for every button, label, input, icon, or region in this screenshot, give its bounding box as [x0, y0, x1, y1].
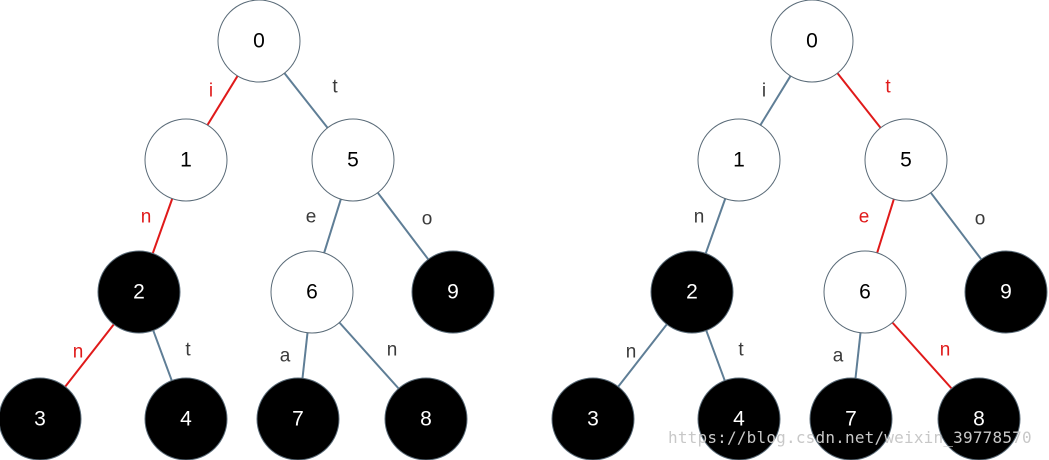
node-label-9: 9	[1000, 281, 1012, 304]
watermark-text: https://blog.csdn.net/weixin_39778570	[668, 428, 1032, 447]
node-6	[823, 250, 907, 334]
edge-label-6-7: a	[833, 346, 844, 367]
edge-2-3	[617, 323, 668, 388]
node-label-0: 0	[253, 30, 265, 53]
node-label-5: 5	[347, 149, 359, 172]
node-label-1: 1	[180, 149, 192, 172]
node-8-terminal	[384, 377, 468, 460]
edge-6-7	[854, 332, 862, 379]
edge-label-2-3: n	[626, 342, 637, 363]
node-3-terminal	[0, 377, 82, 460]
node-label-3: 3	[34, 408, 46, 431]
node-1	[144, 118, 228, 202]
node-9-terminal	[964, 250, 1048, 334]
edge-label-0-5: t	[332, 77, 338, 98]
node-5	[311, 118, 395, 202]
node-3-terminal	[551, 377, 635, 460]
node-0	[217, 0, 301, 83]
edge-label-0-1: i	[762, 81, 766, 102]
node-7-terminal	[256, 377, 340, 460]
node-label-9: 9	[447, 281, 459, 304]
node-label-8: 8	[420, 408, 432, 431]
edge-label-6-8: n	[940, 340, 951, 361]
node-4-terminal	[697, 377, 781, 460]
node-label-2: 2	[686, 281, 698, 304]
edge-label-5-9: o	[422, 209, 433, 230]
edge-6-8	[891, 321, 953, 390]
edge-label-6-7: a	[280, 346, 291, 367]
node-label-2: 2	[133, 281, 145, 304]
edge-1-2	[704, 198, 727, 254]
edge-label-6-8: n	[387, 340, 398, 361]
node-label-1: 1	[733, 149, 745, 172]
edge-0-5	[283, 72, 329, 129]
node-7-terminal	[809, 377, 893, 460]
node-label-0: 0	[806, 30, 818, 53]
node-label-4: 4	[733, 408, 745, 431]
edge-label-5-6: e	[859, 207, 870, 228]
edge-5-9	[929, 192, 983, 260]
edge-5-6	[323, 198, 342, 254]
node-label-3: 3	[587, 408, 599, 431]
node-label-7: 7	[845, 408, 857, 431]
edge-5-9	[376, 192, 430, 260]
edge-0-5	[836, 72, 882, 129]
edge-0-1	[759, 75, 792, 126]
edge-1-2	[151, 198, 174, 254]
node-label-7: 7	[292, 408, 304, 431]
edge-label-5-9: o	[975, 209, 986, 230]
edge-2-3	[64, 323, 115, 388]
edge-label-1-2: n	[694, 207, 705, 228]
node-6	[270, 250, 354, 334]
node-2-terminal	[97, 250, 181, 334]
edge-label-2-3: n	[73, 342, 84, 363]
node-label-4: 4	[180, 408, 192, 431]
node-1	[697, 118, 781, 202]
edge-label-2-4: t	[185, 340, 191, 361]
edge-label-0-5: t	[885, 77, 891, 98]
node-8-terminal	[937, 377, 1021, 460]
edge-2-4	[705, 330, 726, 381]
node-label-8: 8	[973, 408, 985, 431]
edge-6-7	[301, 332, 309, 379]
trie-tree-left: i t n e o n t a n 0 1 5 2 6 9 3 4 7 8	[0, 0, 495, 460]
node-label-6: 6	[859, 281, 871, 304]
trie-tree-right: i t n e o n t a n 0 1 5 2 6 9 3 4 7 8	[551, 0, 1048, 460]
edge-5-6	[876, 198, 895, 254]
node-label-5: 5	[900, 149, 912, 172]
edge-label-0-1: i	[209, 81, 213, 102]
node-5	[864, 118, 948, 202]
edge-6-8	[338, 321, 400, 390]
edge-label-5-6: e	[306, 207, 317, 228]
edge-2-4	[152, 330, 173, 381]
node-0	[770, 0, 854, 83]
node-label-6: 6	[306, 281, 318, 304]
edge-label-2-4: t	[738, 340, 744, 361]
edge-label-1-2: n	[141, 207, 152, 228]
node-2-terminal	[650, 250, 734, 334]
edge-0-1	[206, 75, 239, 126]
node-9-terminal	[411, 250, 495, 334]
node-4-terminal	[144, 377, 228, 460]
